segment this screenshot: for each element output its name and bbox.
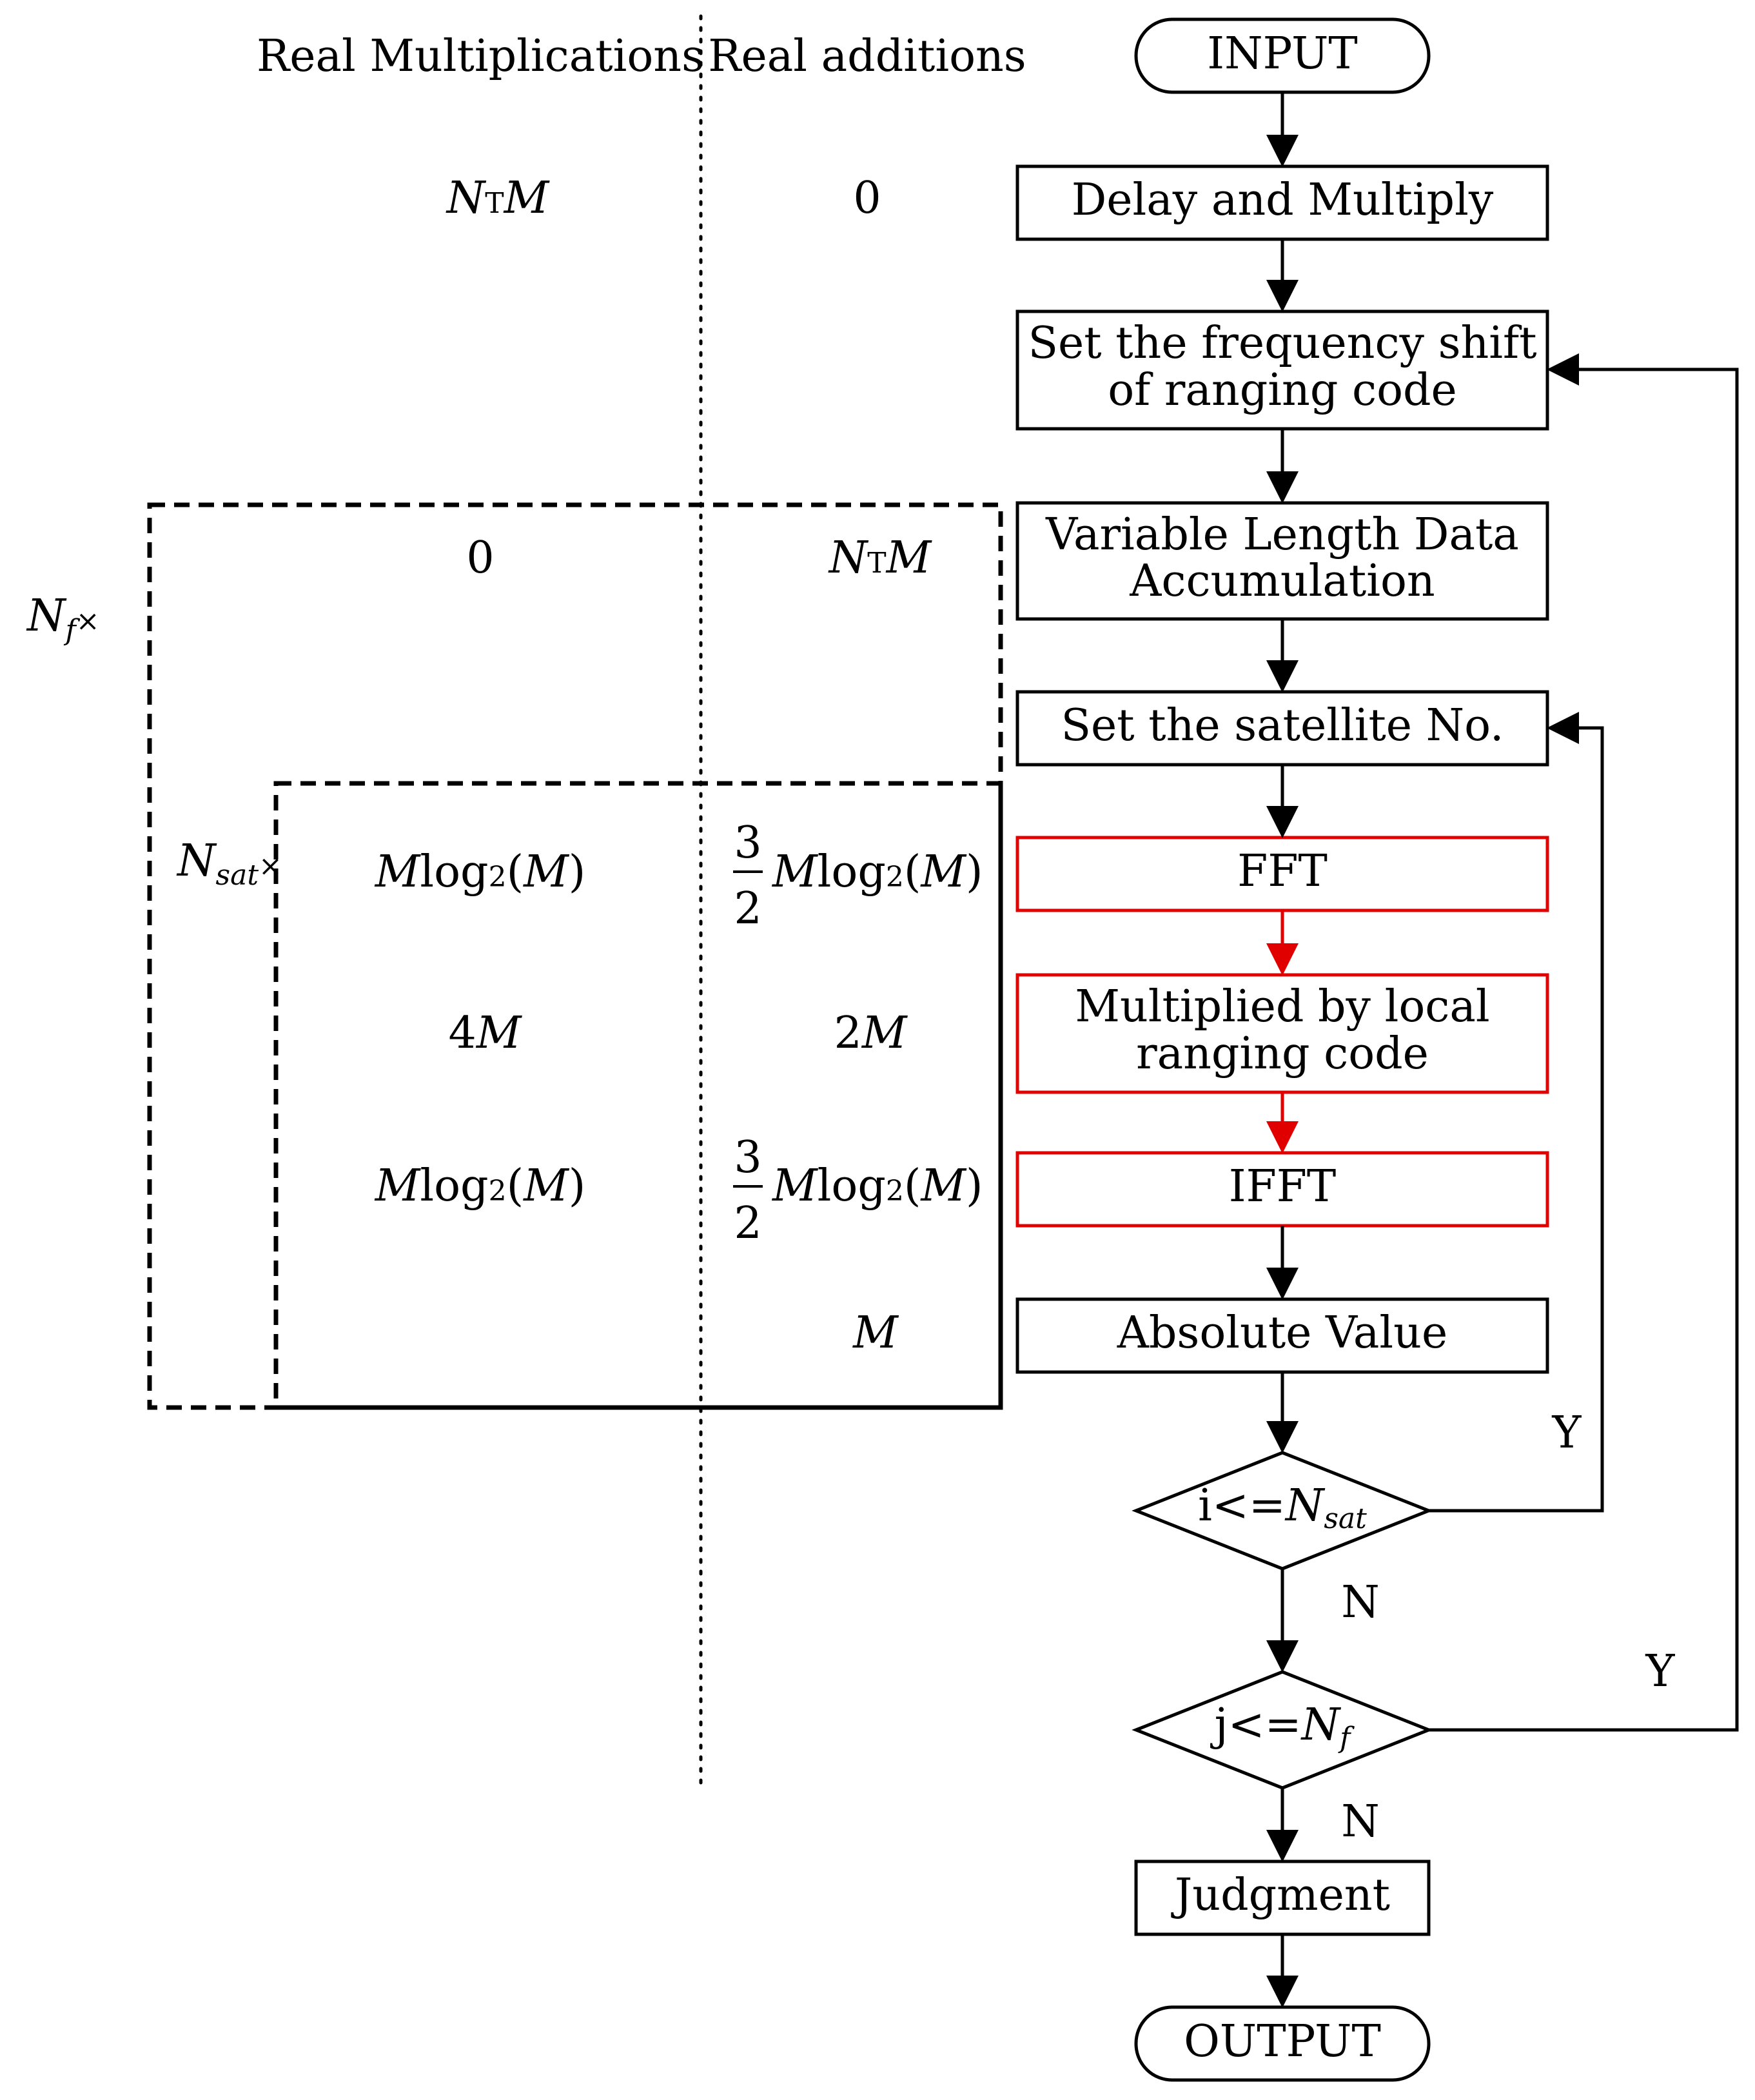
branch-frequency-no: N: [1341, 1796, 1380, 1847]
outer-loop-multiplier: Nf×: [26, 591, 100, 647]
cost-ifft-additions: 3 2 Mlog2(M): [733, 1132, 983, 1249]
local-multiply-label-line1: Multiplied by local: [1075, 981, 1489, 1032]
svg-text:2: 2: [734, 883, 761, 934]
frequency-shift-label-line2: of ranging code: [1108, 365, 1457, 416]
branch-frequency-yes: Y: [1645, 1646, 1676, 1697]
accumulation-label-line1: Variable Length Data: [1045, 509, 1519, 560]
cost-abs-additions: M: [852, 1308, 899, 1359]
local-multiply-label-line2: ranging code: [1136, 1028, 1429, 1079]
cost-delay-additions: 0: [853, 173, 881, 224]
judgment-label: Judgment: [1171, 1870, 1390, 1921]
ifft-label: IFFT: [1229, 1161, 1337, 1212]
satellite-number-label: Set the satellite No.: [1061, 700, 1504, 751]
delay-multiply-label: Delay and Multiply: [1072, 175, 1494, 226]
frequency-shift-label-line1: Set the frequency shift: [1028, 318, 1536, 369]
decision-satellite-label: i<=Nsat: [1198, 1480, 1367, 1535]
accumulation-box: [1015, 501, 1549, 621]
svg-text:2: 2: [734, 1198, 761, 1249]
output-label: OUTPUT: [1184, 2016, 1381, 2067]
branch-satellite-no: N: [1341, 1577, 1380, 1628]
inner-loop-region: [273, 781, 1003, 1410]
fft-label: FFT: [1237, 846, 1328, 897]
svg-text:3: 3: [734, 1132, 761, 1183]
local-multiply-box: [1015, 973, 1549, 1094]
arrow-frequency-loop-back: [1429, 353, 1739, 1732]
cost-delay-multiplications: NTM: [446, 173, 551, 224]
absolute-value-label: Absolute Value: [1117, 1308, 1447, 1359]
cost-accum-additions: NTM: [828, 533, 933, 584]
cost-fft-multiplications: Mlog2(M): [374, 847, 586, 898]
header-additions: Real additions: [708, 31, 1026, 82]
cost-local-multiplications: 4M: [449, 1008, 523, 1059]
frequency-shift-box: [1015, 309, 1549, 431]
cost-local-additions: 2M: [834, 1008, 908, 1059]
header-multiplications: Real Multiplications: [257, 31, 704, 82]
delay-multiply-box: [1015, 164, 1549, 241]
input-label: INPUT: [1207, 28, 1358, 79]
branch-satellite-yes: Y: [1552, 1408, 1582, 1458]
decision-frequency-label: j<=Nf: [1210, 1700, 1355, 1754]
svg-text:Mlog2(M): Mlog2(M): [771, 1161, 983, 1212]
svg-text:3: 3: [734, 818, 761, 868]
fft-box: [1015, 836, 1549, 912]
arrow-satellite-loop-back: [1429, 712, 1604, 1513]
cost-accum-multiplications: 0: [466, 533, 494, 584]
accumulation-label-line2: Accumulation: [1129, 556, 1435, 607]
cost-fft-additions: 3 2 Mlog2(M): [733, 818, 983, 934]
svg-text:Mlog2(M): Mlog2(M): [771, 847, 983, 898]
cost-ifft-multiplications: Mlog2(M): [374, 1161, 586, 1212]
inner-loop-multiplier: Nsat×: [176, 836, 282, 892]
